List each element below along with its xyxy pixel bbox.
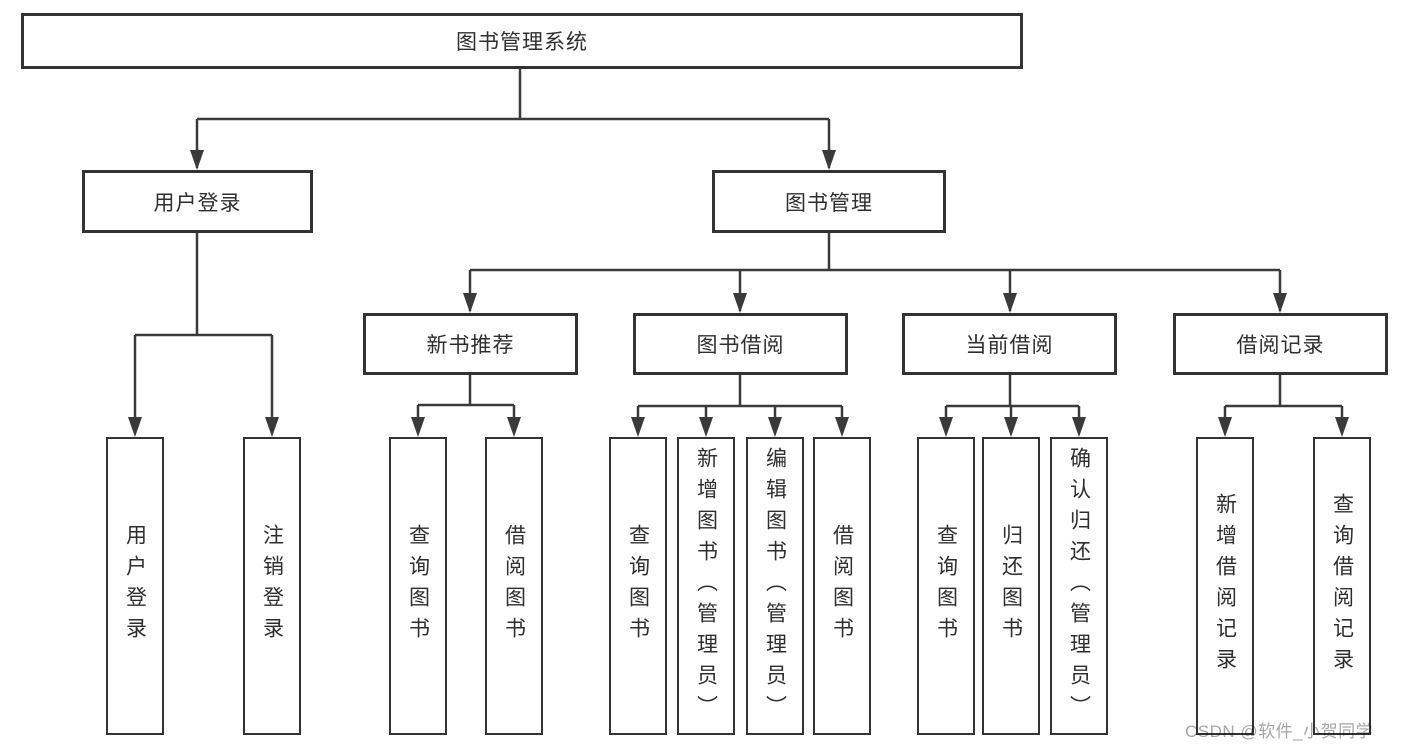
module-label: 新书推荐 — [426, 334, 515, 357]
arrowhead — [699, 417, 713, 437]
arrowhead — [1003, 293, 1017, 313]
arrowhead — [265, 417, 279, 437]
arrowhead — [507, 417, 521, 437]
arrowheads — [128, 150, 1349, 437]
arrowhead — [411, 417, 425, 437]
leaf-confirm-return-admin: 确认归还（管理员） — [1050, 437, 1108, 735]
leaf-query-books-2: 查询图书 — [609, 437, 667, 735]
arrowhead — [190, 150, 204, 170]
leaf-label: 注销登录 — [260, 524, 284, 648]
arrowhead — [1218, 417, 1232, 437]
arrowhead — [1273, 293, 1287, 313]
leaf-edit-book-admin: 编辑图书（管理员） — [746, 437, 804, 735]
leaf-query-books-3: 查询图书 — [917, 437, 975, 735]
connector-borrow-record-group — [1223, 375, 1344, 433]
leaf-add-borrow-record: 新增借阅记录 — [1196, 437, 1254, 735]
leaf-label: 查询借阅记录 — [1330, 493, 1354, 679]
arrowhead — [768, 417, 782, 437]
leaf-query-borrow-record: 查询借阅记录 — [1313, 437, 1371, 735]
branch-label: 图书管理 — [785, 191, 873, 215]
leaf-label: 新增图书（管理员） — [694, 446, 718, 726]
leaf-label: 编辑图书（管理员） — [763, 446, 787, 726]
leaf-borrow-books-2: 借阅图书 — [813, 437, 871, 735]
branch-box-user-login: 用户登录 — [82, 170, 313, 233]
leaf-query-books: 查询图书 — [389, 437, 447, 735]
leaf-label: 查询图书 — [934, 524, 958, 648]
arrowhead — [463, 293, 477, 313]
connector-book-mgmt-group — [468, 233, 1282, 311]
root-box-system-title: 图书管理系统 — [21, 13, 1023, 69]
branch-box-book-management: 图书管理 — [712, 170, 946, 233]
arrowhead — [1004, 417, 1018, 437]
arrowhead — [822, 150, 836, 170]
connector-new-book-group — [416, 375, 516, 433]
arrowhead — [1072, 417, 1086, 437]
connector-book-borrow-group — [636, 375, 844, 433]
arrowhead — [631, 417, 645, 437]
module-box-current-borrow: 当前借阅 — [902, 313, 1117, 375]
leaf-label: 查询图书 — [406, 524, 430, 648]
leaf-label: 查询图书 — [626, 524, 650, 648]
leaf-label: 新增借阅记录 — [1213, 493, 1237, 679]
arrowhead — [733, 293, 747, 313]
module-label: 借阅记录 — [1236, 334, 1325, 357]
arrowhead — [1335, 417, 1349, 437]
leaf-borrow-books: 借阅图书 — [485, 437, 543, 735]
connector-user-login-group — [133, 233, 274, 433]
leaf-label: 归还图书 — [999, 524, 1023, 648]
leaf-user-login: 用户登录 — [106, 437, 164, 735]
arrowhead — [835, 417, 849, 437]
leaf-label: 借阅图书 — [830, 524, 854, 648]
module-label: 图书借阅 — [696, 334, 785, 357]
branch-label: 用户登录 — [153, 191, 242, 215]
csdn-watermark: CSDN @软件_小贺同学 — [1185, 722, 1374, 741]
leaf-label: 借阅图书 — [502, 524, 526, 648]
leaf-return-book: 归还图书 — [982, 437, 1040, 735]
module-box-new-book-recommend: 新书推荐 — [363, 313, 578, 375]
root-label: 图书管理系统 — [456, 31, 588, 54]
leaf-label: 用户登录 — [123, 524, 147, 648]
leaf-label: 确认归还（管理员） — [1067, 446, 1091, 726]
arrowhead — [939, 417, 953, 437]
module-box-book-borrow: 图书借阅 — [633, 313, 848, 375]
arrowhead — [128, 417, 142, 437]
leaf-add-book-admin: 新增图书（管理员） — [677, 437, 735, 735]
module-label: 当前借阅 — [965, 334, 1054, 357]
leaf-logout: 注销登录 — [243, 437, 301, 735]
module-box-borrow-record: 借阅记录 — [1173, 313, 1388, 375]
